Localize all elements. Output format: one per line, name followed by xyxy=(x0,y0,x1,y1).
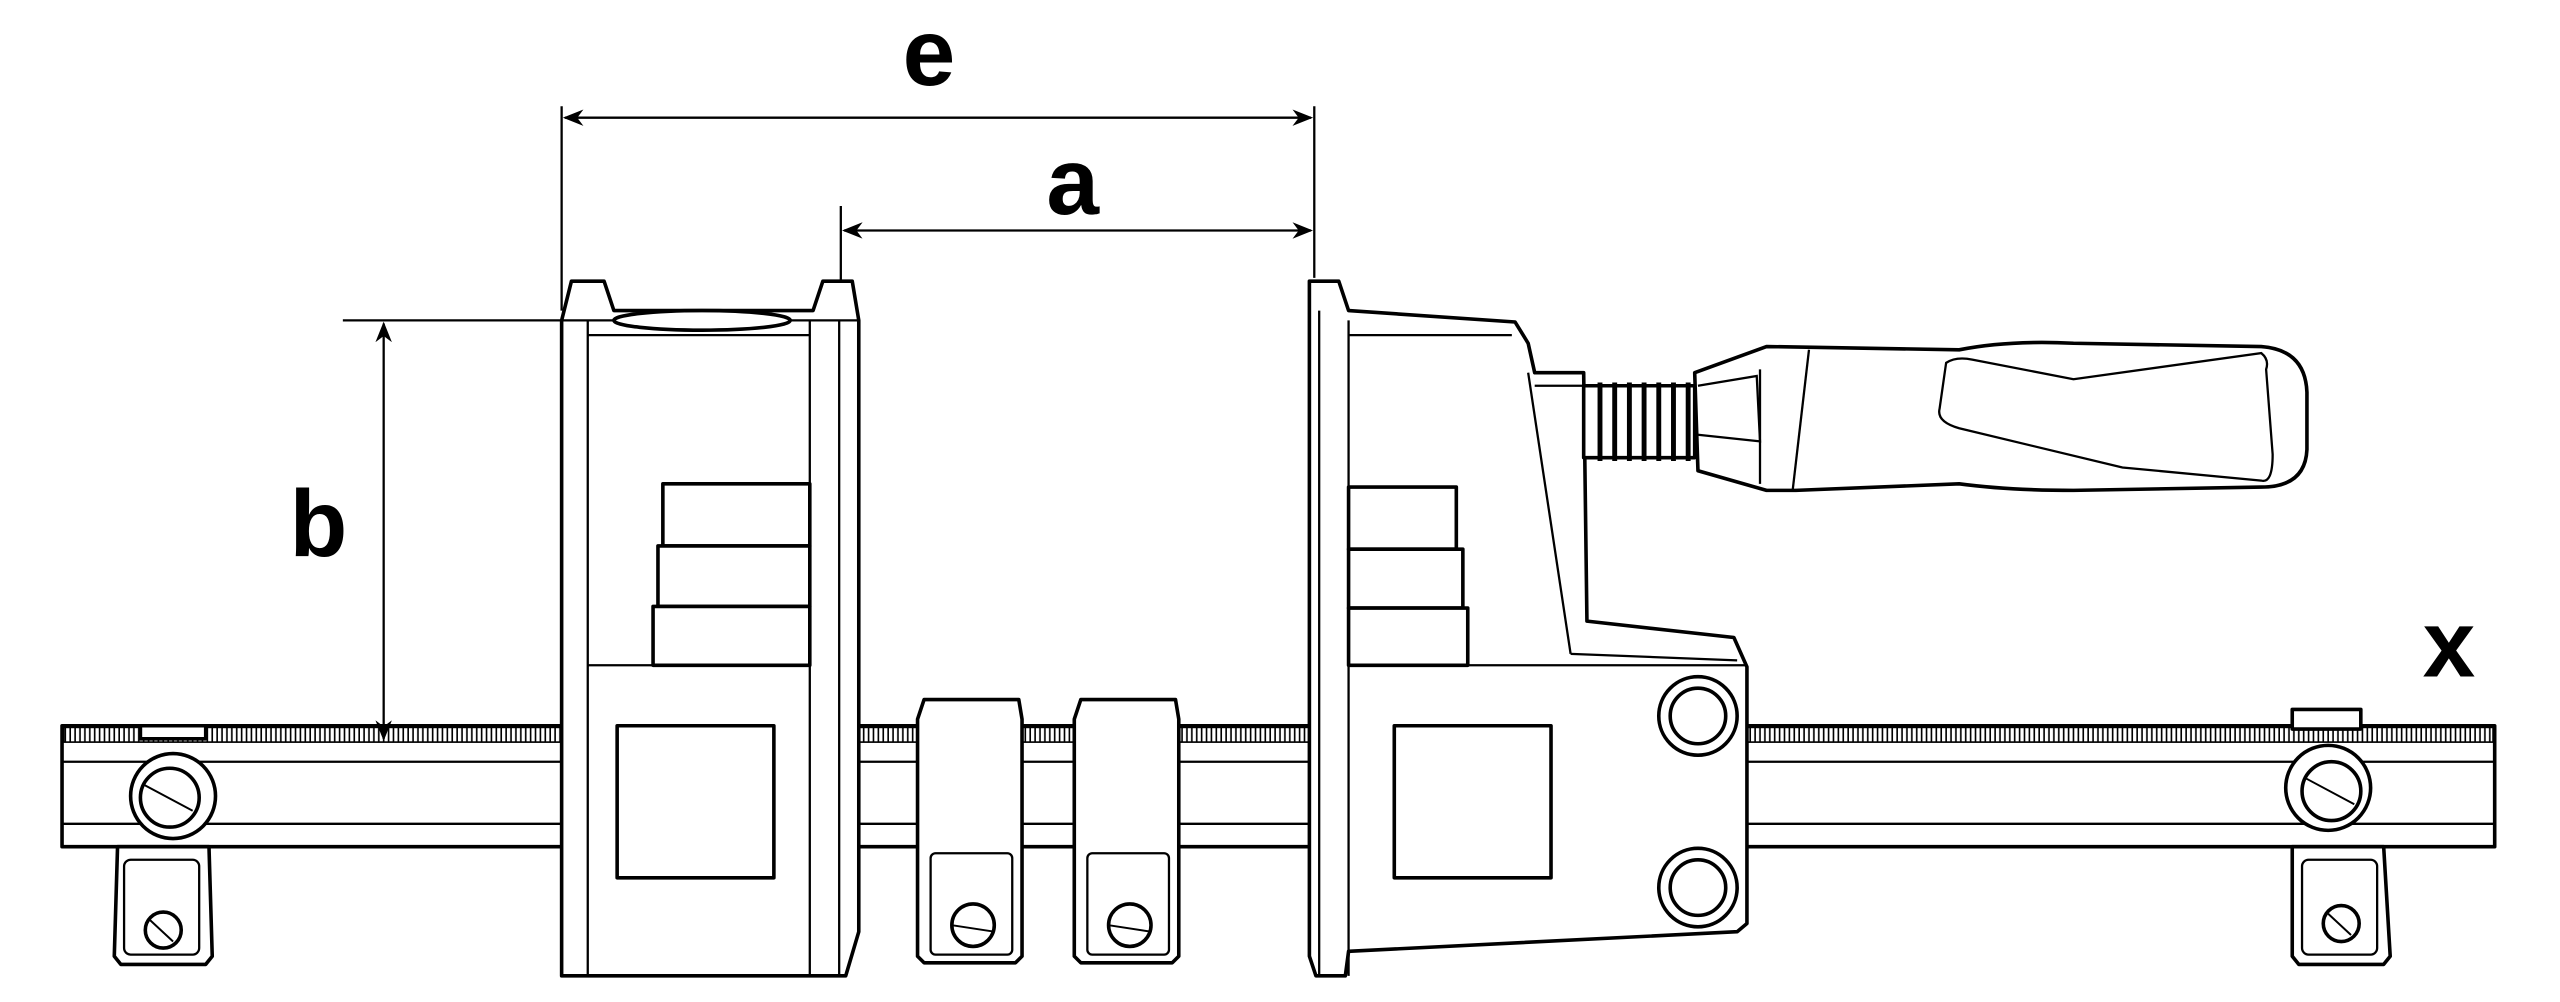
label-a: a xyxy=(1046,129,1100,235)
screw-thread xyxy=(1581,382,1697,461)
rail-foot-right xyxy=(2283,743,2392,967)
rail-foot-left xyxy=(112,751,218,967)
movable-jaw xyxy=(1307,279,1749,978)
label-e: e xyxy=(903,0,956,106)
label-b: b xyxy=(289,471,347,577)
dimension-e: e xyxy=(560,0,1316,311)
rail-clip-1 xyxy=(915,697,1024,965)
dimension-a: a xyxy=(839,129,1314,282)
label-x: x xyxy=(2423,592,2476,698)
rail xyxy=(60,707,2497,849)
handle xyxy=(1692,340,2309,493)
dimension-b: b xyxy=(289,319,562,741)
rail-clip-2 xyxy=(1072,697,1181,965)
fixed-jaw xyxy=(559,279,861,978)
